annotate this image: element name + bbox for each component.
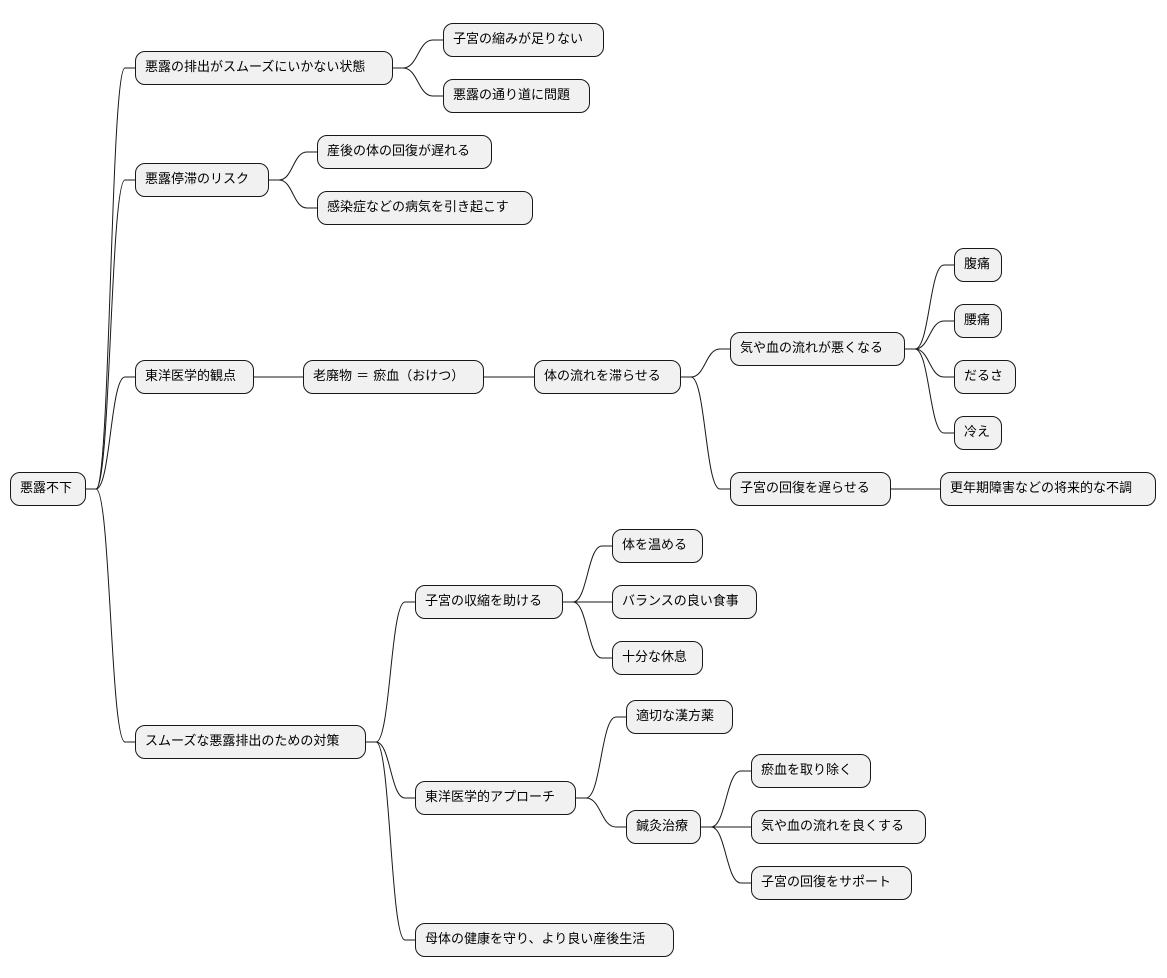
leaf-abdominal-pain: 腹痛 — [954, 248, 1002, 282]
branch-lochia-stagnation-risk: 悪露停滞のリスク — [135, 163, 269, 197]
connector-line — [366, 601, 415, 743]
node-waste-oketsu: 老廃物 ＝ 瘀血（おけつ） — [303, 360, 484, 394]
connector-line — [905, 348, 954, 378]
leaf-support-uterus-recovery: 子宮の回復をサポート — [751, 866, 912, 900]
connector-line — [563, 545, 612, 603]
leaf-sufficient-rest: 十分な休息 — [612, 641, 703, 675]
connector-line — [393, 39, 443, 69]
node-help-uterine-contraction: 子宮の収縮を助ける — [415, 585, 563, 619]
connector-line — [86, 67, 135, 490]
connector-line — [576, 797, 626, 828]
branch-smooth-discharge-measures: スムーズな悪露排出のための対策 — [135, 725, 366, 759]
leaf-improve-qi-blood-flow: 気や血の流れを良くする — [751, 810, 926, 844]
root-node: 悪露不下 — [10, 472, 86, 506]
connector-line — [563, 601, 612, 659]
connector-line — [366, 741, 415, 799]
leaf-infection-risk: 感染症などの病気を引き起こす — [317, 191, 533, 225]
leaf-uterus-contraction-insufficient: 子宮の縮みが足りない — [443, 23, 604, 57]
connector-line — [701, 770, 751, 828]
leaf-balanced-diet: バランスの良い食事 — [612, 585, 757, 619]
connector-line — [86, 376, 135, 490]
leaf-coldness: 冷え — [954, 416, 1002, 450]
node-acupuncture: 鍼灸治療 — [626, 810, 701, 844]
node-blocks-body-flow: 体の流れを滞らせる — [534, 360, 681, 394]
connector-line — [576, 716, 626, 799]
leaf-lochia-passage-problem: 悪露の通り道に問題 — [443, 79, 590, 113]
leaf-warm-body: 体を温める — [612, 529, 703, 563]
branch-lochia-discharge-state: 悪露の排出がスムーズにいかない状態 — [135, 51, 393, 85]
connector-line — [681, 376, 730, 490]
connector-line — [905, 320, 954, 350]
leaf-future-menopause-issues: 更年期障害などの将来的な不調 — [940, 472, 1156, 506]
branch-eastern-medicine-view: 東洋医学的観点 — [135, 360, 254, 394]
connector-line — [905, 348, 954, 434]
node-protect-mother-health: 母体の健康を守り、より良い産後生活 — [415, 923, 674, 957]
leaf-back-pain: 腰痛 — [954, 304, 1002, 338]
leaf-postpartum-recovery-delay: 産後の体の回復が遅れる — [317, 135, 492, 169]
node-delays-uterus-recovery: 子宮の回復を遅らせる — [730, 472, 891, 506]
connector-line — [701, 826, 751, 884]
connector-line — [86, 179, 135, 490]
connector-line — [269, 151, 317, 181]
connector-line — [366, 741, 415, 941]
connector-line — [905, 264, 954, 350]
connector-line — [393, 67, 443, 97]
node-qi-blood-flow-worsens: 気や血の流れが悪くなる — [730, 332, 905, 366]
leaf-remove-oketsu: 瘀血を取り除く — [751, 754, 871, 788]
connector-line — [86, 488, 135, 743]
leaf-fatigue: だるさ — [954, 360, 1016, 394]
connector-line — [681, 348, 730, 378]
connector-line — [269, 179, 317, 209]
node-eastern-medicine-approach: 東洋医学的アプローチ — [415, 781, 576, 815]
leaf-appropriate-kampo: 適切な漢方薬 — [626, 700, 733, 734]
